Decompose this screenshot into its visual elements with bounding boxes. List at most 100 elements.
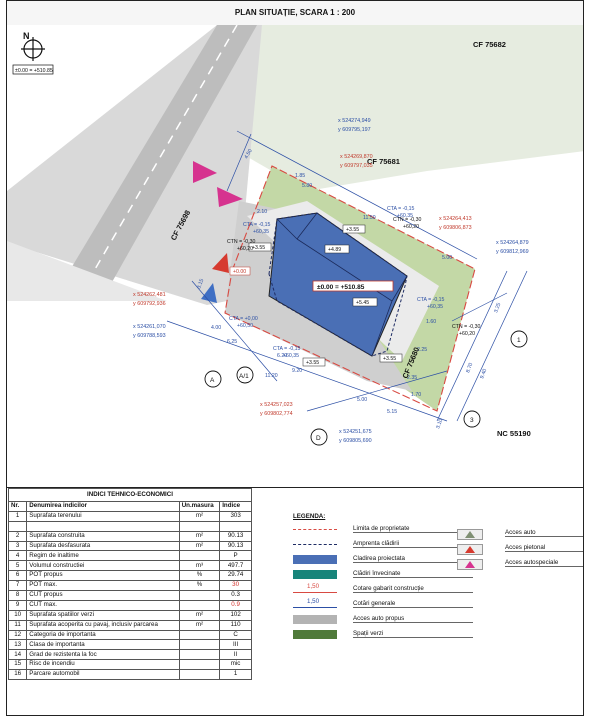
axis-circle-1 xyxy=(510,330,528,348)
dim-label: 8.70 xyxy=(465,362,474,374)
roof-elevation-b: +5.45 xyxy=(356,300,369,306)
north-arrow: N ±0.00 = +510.85 xyxy=(12,31,54,75)
row-unit: m² xyxy=(178,609,221,621)
legend-item: Limita de proprietate xyxy=(293,523,493,537)
row-nr: 3 xyxy=(7,540,28,552)
legend-title: LEGENDA: xyxy=(293,513,326,520)
coord-x-5: x 524262,481 xyxy=(133,292,166,298)
row-nr: 15 xyxy=(7,659,28,671)
legend-swatch xyxy=(293,615,337,624)
coord-y-2: y 609797,035 xyxy=(340,163,373,169)
legend-dim-value: 1,50 xyxy=(307,583,320,590)
cta-1: CTA = -0,15 xyxy=(243,222,271,228)
legend-label: Cladirea proiectata xyxy=(353,555,473,563)
access-special-marker-1 xyxy=(193,161,217,183)
row-value: 0.3 xyxy=(219,590,252,601)
row-value: 497.7 xyxy=(219,560,252,572)
col-header-name: Denumirea indicilor xyxy=(26,501,180,512)
row-nr: 4 xyxy=(7,550,28,562)
legend-swatch: 1,50 xyxy=(293,598,337,608)
row-unit: m² xyxy=(178,510,221,522)
row-name: Risc de incendiu xyxy=(26,659,180,671)
legend-item: 1,50 Cotare gabarit construcție xyxy=(293,583,493,597)
table-title: INDICI TEHNICO-ECONOMICI xyxy=(8,488,252,502)
legend-swatch xyxy=(293,630,337,639)
site-plan: 4.50 1.85 5.80 11.50 5.00 2.10 3.15 4.00… xyxy=(7,25,583,487)
dim-label: 2.25 xyxy=(417,347,427,353)
level-elevation-1: +3.55 xyxy=(346,227,359,233)
cta-3b: +60,35 xyxy=(397,213,413,219)
dim-label: 2.10 xyxy=(257,209,267,215)
parcel-cf75681: CF 75681 xyxy=(367,157,400,166)
row-name: Parcare automobil xyxy=(26,669,180,681)
row-name xyxy=(26,520,180,532)
coord-x-2: x 524269,870 xyxy=(340,154,373,160)
row-nr: 5 xyxy=(7,560,28,572)
legend-item: Amprenta clădirii xyxy=(293,538,493,552)
row-unit xyxy=(178,669,221,681)
dim-label: 5.15 xyxy=(387,409,397,415)
access-triangle-icon xyxy=(457,529,483,540)
building-footprint xyxy=(268,212,408,357)
coord-y-1: y 609795,197 xyxy=(338,127,371,133)
coord-y-7: y 609802,774 xyxy=(260,411,293,417)
row-value: 1 xyxy=(219,669,252,681)
row-nr: 16 xyxy=(7,669,28,681)
legend-access-item: Acces pietonal xyxy=(457,542,583,556)
axis-circle-3 xyxy=(463,410,481,428)
dim-label: 9.20 xyxy=(292,368,302,374)
coordinate-labels: x 524274,949 y 609795,197 x 524269,870 y… xyxy=(133,118,529,444)
axis-3: 3 xyxy=(470,417,474,424)
row-value: 303 xyxy=(219,510,252,522)
dim-label: 3.25 xyxy=(493,302,502,314)
cta-4: CTN = -0,30 xyxy=(393,217,422,223)
row-value: III xyxy=(219,639,252,651)
row-name: Suprafata terenului xyxy=(26,510,180,522)
legend-access-label: Acces auto xyxy=(505,529,583,537)
axis-circle-d xyxy=(310,428,328,446)
legend-item: Spații verzi xyxy=(293,628,493,642)
row-nr: 6 xyxy=(7,570,28,582)
row-unit: m² xyxy=(178,619,221,631)
row-unit: % xyxy=(178,580,221,592)
coord-x-3: x 524264,413 xyxy=(439,216,472,222)
roof-elevation-a: +4.89 xyxy=(328,247,341,253)
legend-item: Cladirea proiectata xyxy=(293,553,493,567)
row-unit: m² xyxy=(178,530,221,542)
row-name: CUT max. xyxy=(26,599,180,611)
row-name: Volumul constructiei xyxy=(26,560,180,572)
row-value: II xyxy=(219,649,252,661)
axis-d: D xyxy=(316,435,321,442)
row-unit: m³ xyxy=(178,560,221,572)
dim-label: 6.25 xyxy=(227,339,237,345)
legend-label: Clădiri învecinate xyxy=(353,570,473,578)
dim-label: 3.10 xyxy=(435,418,444,430)
row-nr xyxy=(7,520,28,532)
coord-y-4: y 609812,969 xyxy=(496,249,529,255)
row-value: 90.13 xyxy=(219,540,252,552)
row-unit xyxy=(178,590,221,601)
cta-2b: +60,20 xyxy=(237,246,253,252)
legend-label: Cotare gabarit construcție xyxy=(353,585,473,593)
cta-5: CTA = +0,00 xyxy=(229,316,258,322)
legend-label: Limita de proprietate xyxy=(353,525,473,533)
row-name: Clasa de importanta xyxy=(26,639,180,651)
road-centerline xyxy=(86,25,238,284)
main-elevation: ±0.00 = +510.85 xyxy=(317,284,365,291)
row-value: 102 xyxy=(219,609,252,621)
legend-access-label: Acces autospeciale xyxy=(505,559,583,567)
cta-8: CTN = -0,30 xyxy=(452,324,481,330)
row-unit xyxy=(178,550,221,562)
coord-x-4: x 524264,879 xyxy=(496,240,529,246)
coord-x-1: x 524274,949 xyxy=(338,118,371,124)
